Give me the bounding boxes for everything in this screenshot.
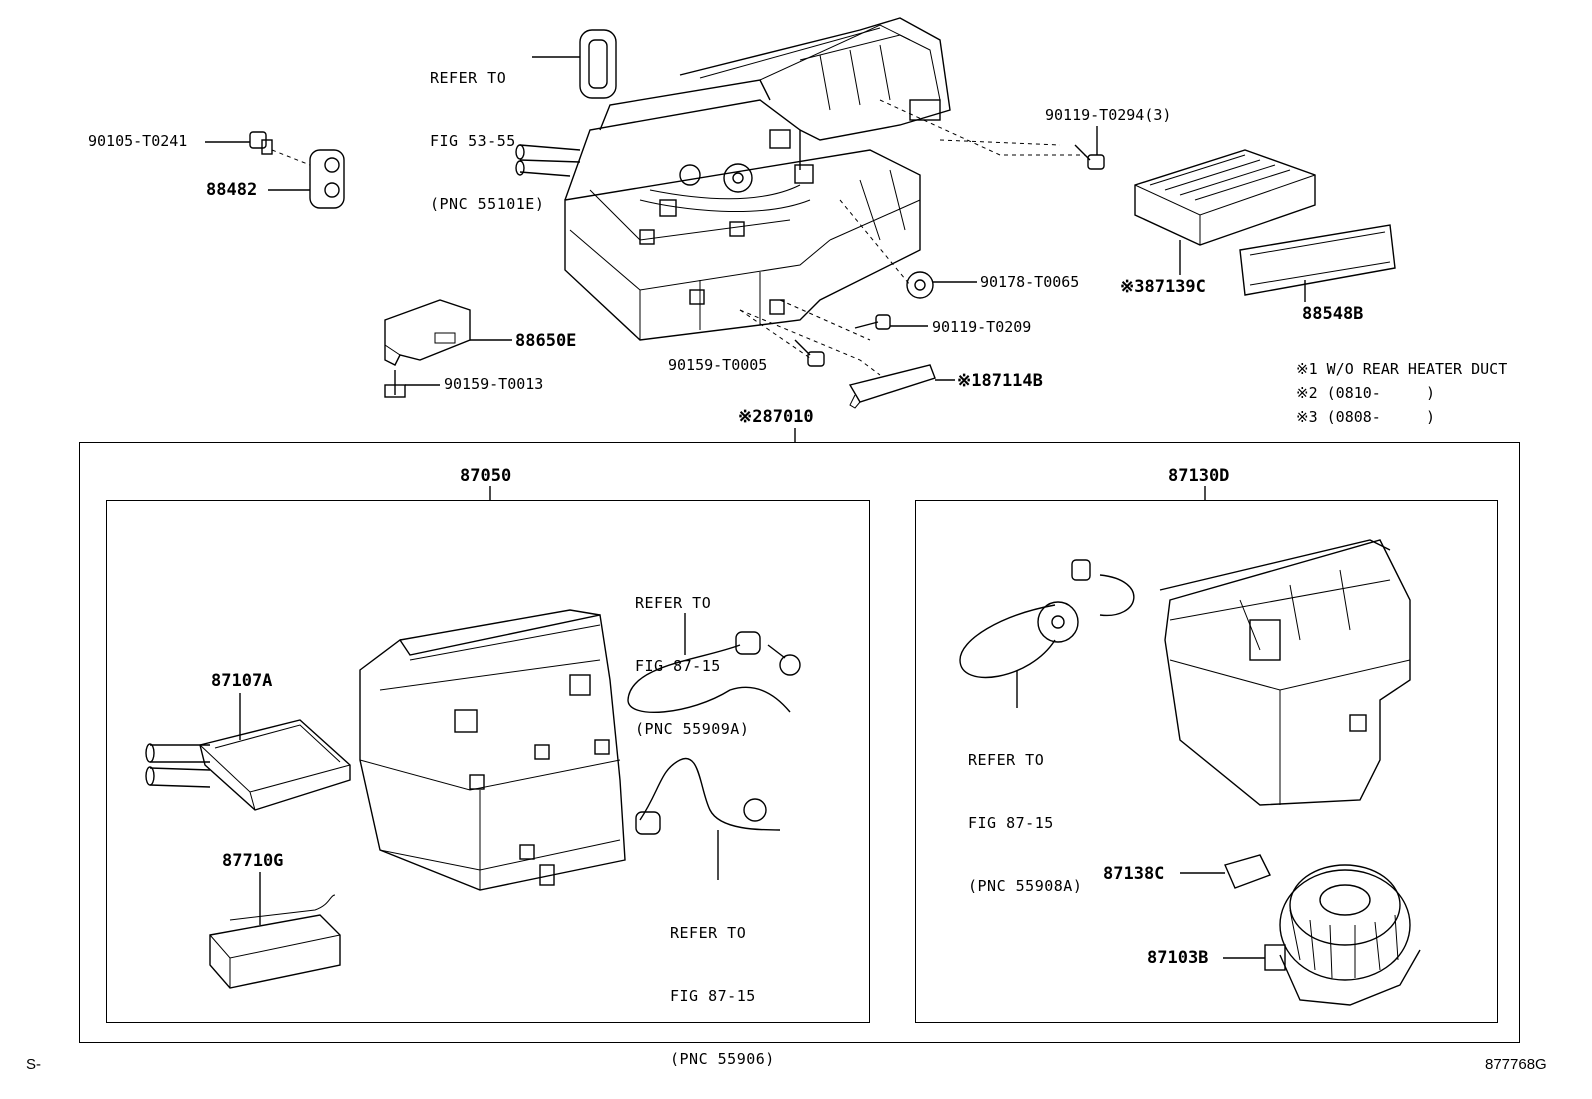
sensor-87710g-drawing [209, 872, 341, 989]
part-88548b: 88548B [1302, 304, 1364, 324]
part-90159-t0005: 90159-T0005 [668, 356, 768, 374]
harness-55908a-drawing [959, 559, 1135, 708]
connector-55101e-drawing [532, 29, 617, 99]
part-90119-t0209: 90119-T0209 [932, 318, 1032, 336]
illustration-number: 877768G [1485, 1056, 1547, 1073]
bolt-90119-t0209-drawing [854, 314, 928, 330]
blower-case-87130d-drawing [1159, 539, 1411, 806]
refer-line-2: FIG 87-15 [670, 987, 756, 1005]
subassembly-87050-box [106, 500, 870, 1023]
bolt-90119-t0294-drawing [1074, 126, 1105, 170]
refer-label-55909a: REFER TO FIG 87-15 (PNC 55909A) [635, 551, 749, 761]
part-90119-t0294: 90119-T0294(3) [1045, 106, 1172, 124]
blower-motor-87103b-drawing [1223, 864, 1421, 1006]
subassembly-87130d-box [915, 500, 1498, 1023]
refer-line-3: (PNC 55906) [670, 1050, 775, 1068]
heater-unit-top-drawing [515, 17, 951, 341]
assembly-87010-box [79, 442, 1520, 1043]
part-90105-t0241: 90105-T0241 [88, 132, 188, 150]
part-88650e: 88650E [515, 331, 577, 351]
refer-line-3: (PNC 55101E) [430, 195, 545, 213]
resistor-87138c-drawing [1180, 854, 1271, 889]
cover-88548b-drawing [1239, 224, 1396, 302]
clip-90178-drawing [906, 271, 977, 299]
refer-line-1: REFER TO [670, 924, 747, 942]
amplifier-88650e-drawing [384, 299, 512, 398]
harness-55909a-drawing [627, 613, 801, 714]
refer-label-55908a: REFER TO FIG 87-15 (PNC 55908A) [968, 708, 1082, 918]
footnote-3: ※3 (0808- ) [1296, 408, 1435, 426]
heater-core-87107a-drawing [145, 693, 351, 811]
footnote-1: ※1 W/O REAR HEATER DUCT [1296, 360, 1508, 378]
harness-55906-drawing [635, 757, 781, 880]
refer-label-55101e: REFER TO FIG 53-55 (PNC 55101E) [430, 26, 544, 236]
part-90178-t0065: 90178-T0065 [980, 273, 1080, 291]
refer-line-2: FIG 53-55 [430, 132, 516, 150]
refer-line-1: REFER TO [968, 751, 1045, 769]
part-87010: ※287010 [738, 407, 814, 427]
refer-line-1: REFER TO [430, 69, 507, 87]
part-87107a: 87107A [211, 671, 273, 691]
filter-87139c-drawing [1134, 149, 1316, 275]
refer-label-55906: REFER TO FIG 87-15 (PNC 55906) [670, 881, 775, 1091]
part-88482: 88482 [206, 180, 258, 200]
part-87050: 87050 [460, 466, 512, 486]
refer-line-3: (PNC 55908A) [968, 877, 1083, 895]
refer-line-1: REFER TO [635, 594, 712, 612]
refer-line-2: FIG 87-15 [968, 814, 1054, 832]
part-87710g: 87710G [222, 851, 284, 871]
sensor-88482-drawing [205, 131, 345, 209]
part-90159-t0013: 90159-T0013 [444, 375, 544, 393]
part-87130d: 87130D [1168, 466, 1230, 486]
part-87103b: 87103B [1147, 948, 1209, 968]
heater-case-87050-drawing [359, 609, 626, 891]
screw-90159-t0005-drawing [794, 339, 825, 367]
part-87139c: ※387139C [1120, 277, 1206, 297]
footnote-2: ※2 (0810- ) [1296, 384, 1435, 402]
refer-line-3: (PNC 55909A) [635, 720, 750, 738]
refer-line-2: FIG 87-15 [635, 657, 721, 675]
corner-left-code: S- [26, 1056, 41, 1073]
part-87114b: ※187114B [957, 371, 1043, 391]
part-87138c: 87138C [1103, 864, 1165, 884]
duct-87114b-drawing [848, 364, 955, 409]
